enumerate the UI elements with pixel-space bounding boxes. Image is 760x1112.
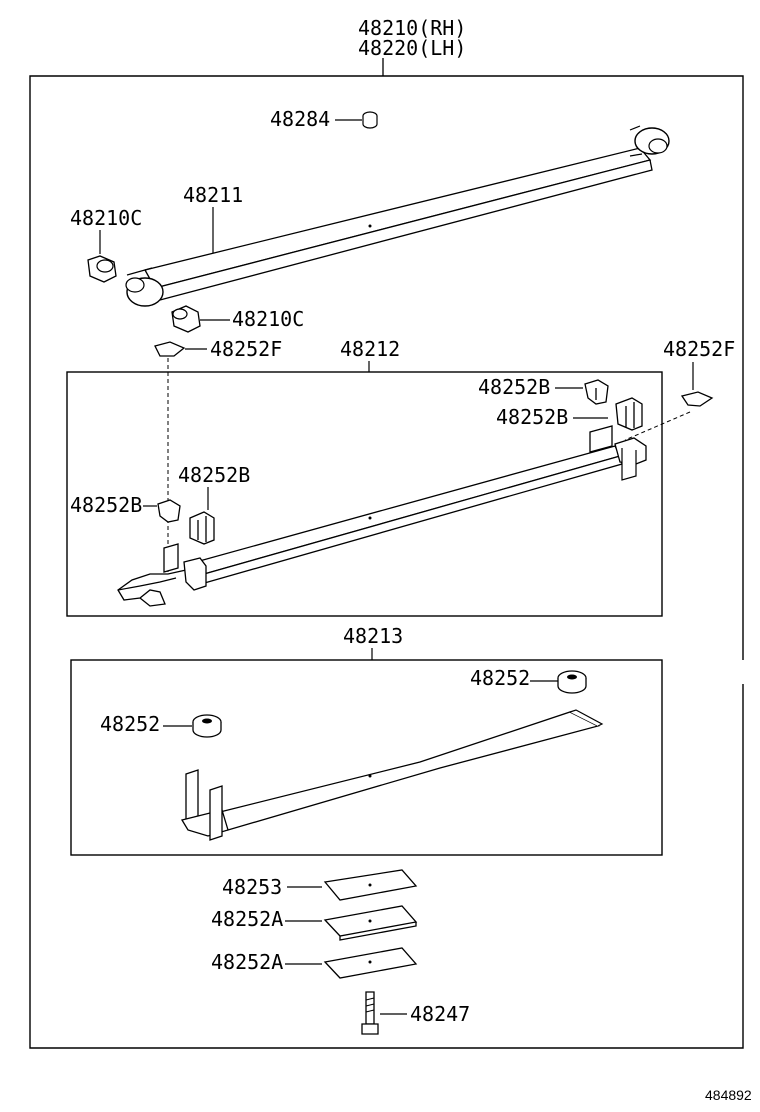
outer-frame [29, 75, 744, 1049]
label-48210c-left: 48210C [70, 206, 142, 230]
label-48211: 48211 [183, 183, 243, 207]
box-48213 [70, 659, 663, 856]
label-48252b-3: 48252B [178, 463, 250, 487]
assembly-part-number-lh: 48220(LH) [358, 36, 466, 60]
figure-code: 484892 [705, 1087, 752, 1103]
label-48252b-2: 48252B [496, 405, 568, 429]
main-leaf-spring [125, 125, 670, 307]
label-48252f-right: 48252F [663, 337, 735, 361]
label-48252-left: 48252 [100, 712, 160, 736]
clip-b2-part [615, 397, 643, 431]
plate-48252a-1-part [323, 905, 418, 941]
label-48252b-4: 48252B [70, 493, 142, 517]
label-48252a-2: 48252A [211, 950, 283, 974]
label-48252f-left: 48252F [210, 337, 282, 361]
pad-left-part [192, 714, 222, 738]
label-48247: 48247 [410, 1002, 470, 1026]
label-48213: 48213 [343, 624, 403, 648]
assembly-part-number-rh: 48210(RH) [358, 16, 466, 40]
label-48253: 48253 [222, 875, 282, 899]
bushing-right-part [171, 305, 201, 333]
dashed-guide-right [624, 411, 691, 441]
label-48210c-right: 48210C [232, 307, 304, 331]
third-leaf-spring [180, 709, 604, 841]
insert-right-part [680, 391, 714, 407]
label-48252b-1: 48252B [478, 375, 550, 399]
small-bushing-part [362, 111, 378, 129]
second-leaf-spring [117, 425, 647, 607]
pad-right-part [557, 670, 587, 694]
label-48212: 48212 [340, 337, 400, 361]
bushing-left-part [87, 255, 117, 283]
label-48252-right: 48252 [470, 666, 530, 690]
clip-b4-part [157, 499, 181, 523]
center-bolt-part [361, 991, 379, 1035]
label-48252a-1: 48252A [211, 907, 283, 931]
label-48284: 48284 [270, 107, 330, 131]
box-48212 [66, 371, 663, 617]
insert-left-part [154, 341, 186, 357]
clip-b3-part [189, 511, 215, 545]
clip-b1-part [584, 379, 609, 405]
